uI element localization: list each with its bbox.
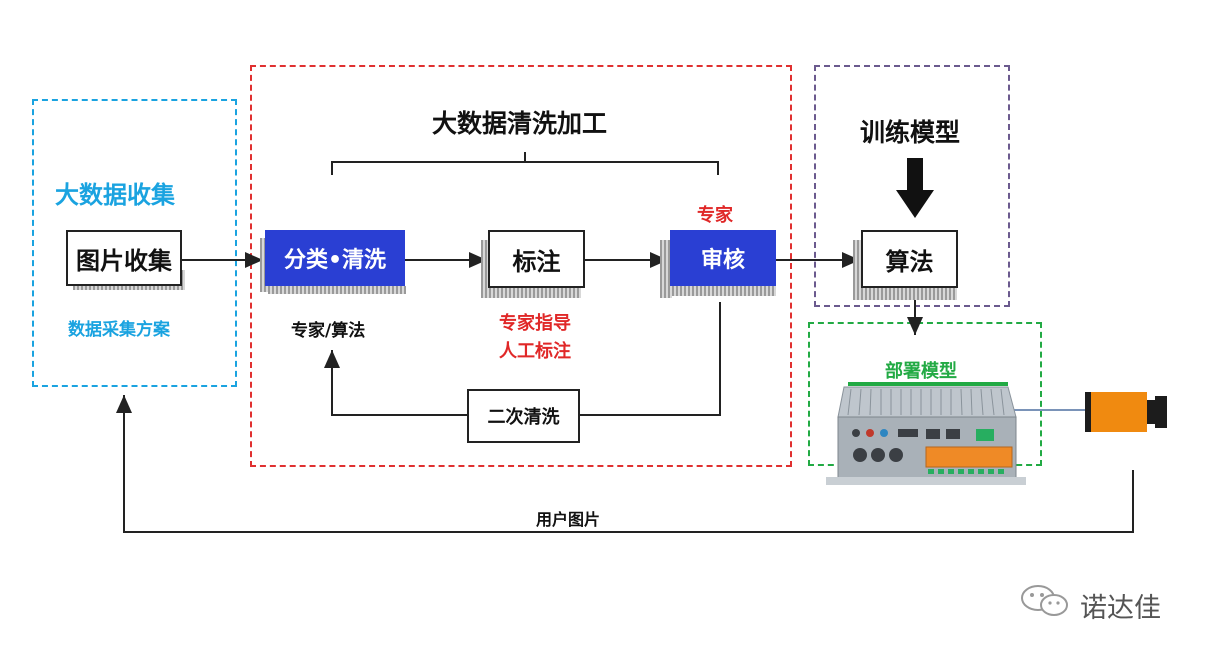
clean-brace [331,152,719,175]
arrow-review-recycle [580,302,721,416]
classify-node-shadow-bottom [268,286,406,294]
review-node: 审核 [670,230,776,286]
train-title: 训练模型 [860,118,961,147]
train-down-arrow-head [896,190,934,218]
review-caption: 专家 [697,205,733,226]
classify-node: 分类•清洗 [265,230,405,286]
camera-icon [1085,392,1167,432]
arrow-feedback-loop [116,395,1134,533]
algorithm-node: 算法 [861,230,958,288]
arrow-recycle-classify [324,350,467,416]
feedback-label: 用户图片 [536,510,601,529]
deploy-label-bar [848,382,1008,386]
watermark-text: 诺达佳 [1080,593,1161,624]
train-region [814,65,1010,307]
recycle-node: 二次清洗 [467,389,580,443]
collect-node: 图片收集 [66,230,182,286]
edge-server-icon [826,386,1026,485]
label-node: 标注 [488,230,585,288]
review-node-shadow [660,240,672,298]
collect-caption: 数据采集方案 [68,320,170,340]
wechat-icon [1021,585,1068,616]
classify-caption: 专家/算法 [291,321,366,341]
review-node-shadow-bottom [668,286,776,296]
label-caption-1: 专家指导 [499,313,571,334]
deploy-title: 部署模型 [885,361,957,382]
train-down-arrow-shaft [907,158,923,190]
collect-title: 大数据收集 [55,181,175,209]
collect-region [32,99,237,387]
label-caption-2: 人工标注 [499,341,571,362]
clean-title: 大数据清洗加工 [432,109,608,138]
